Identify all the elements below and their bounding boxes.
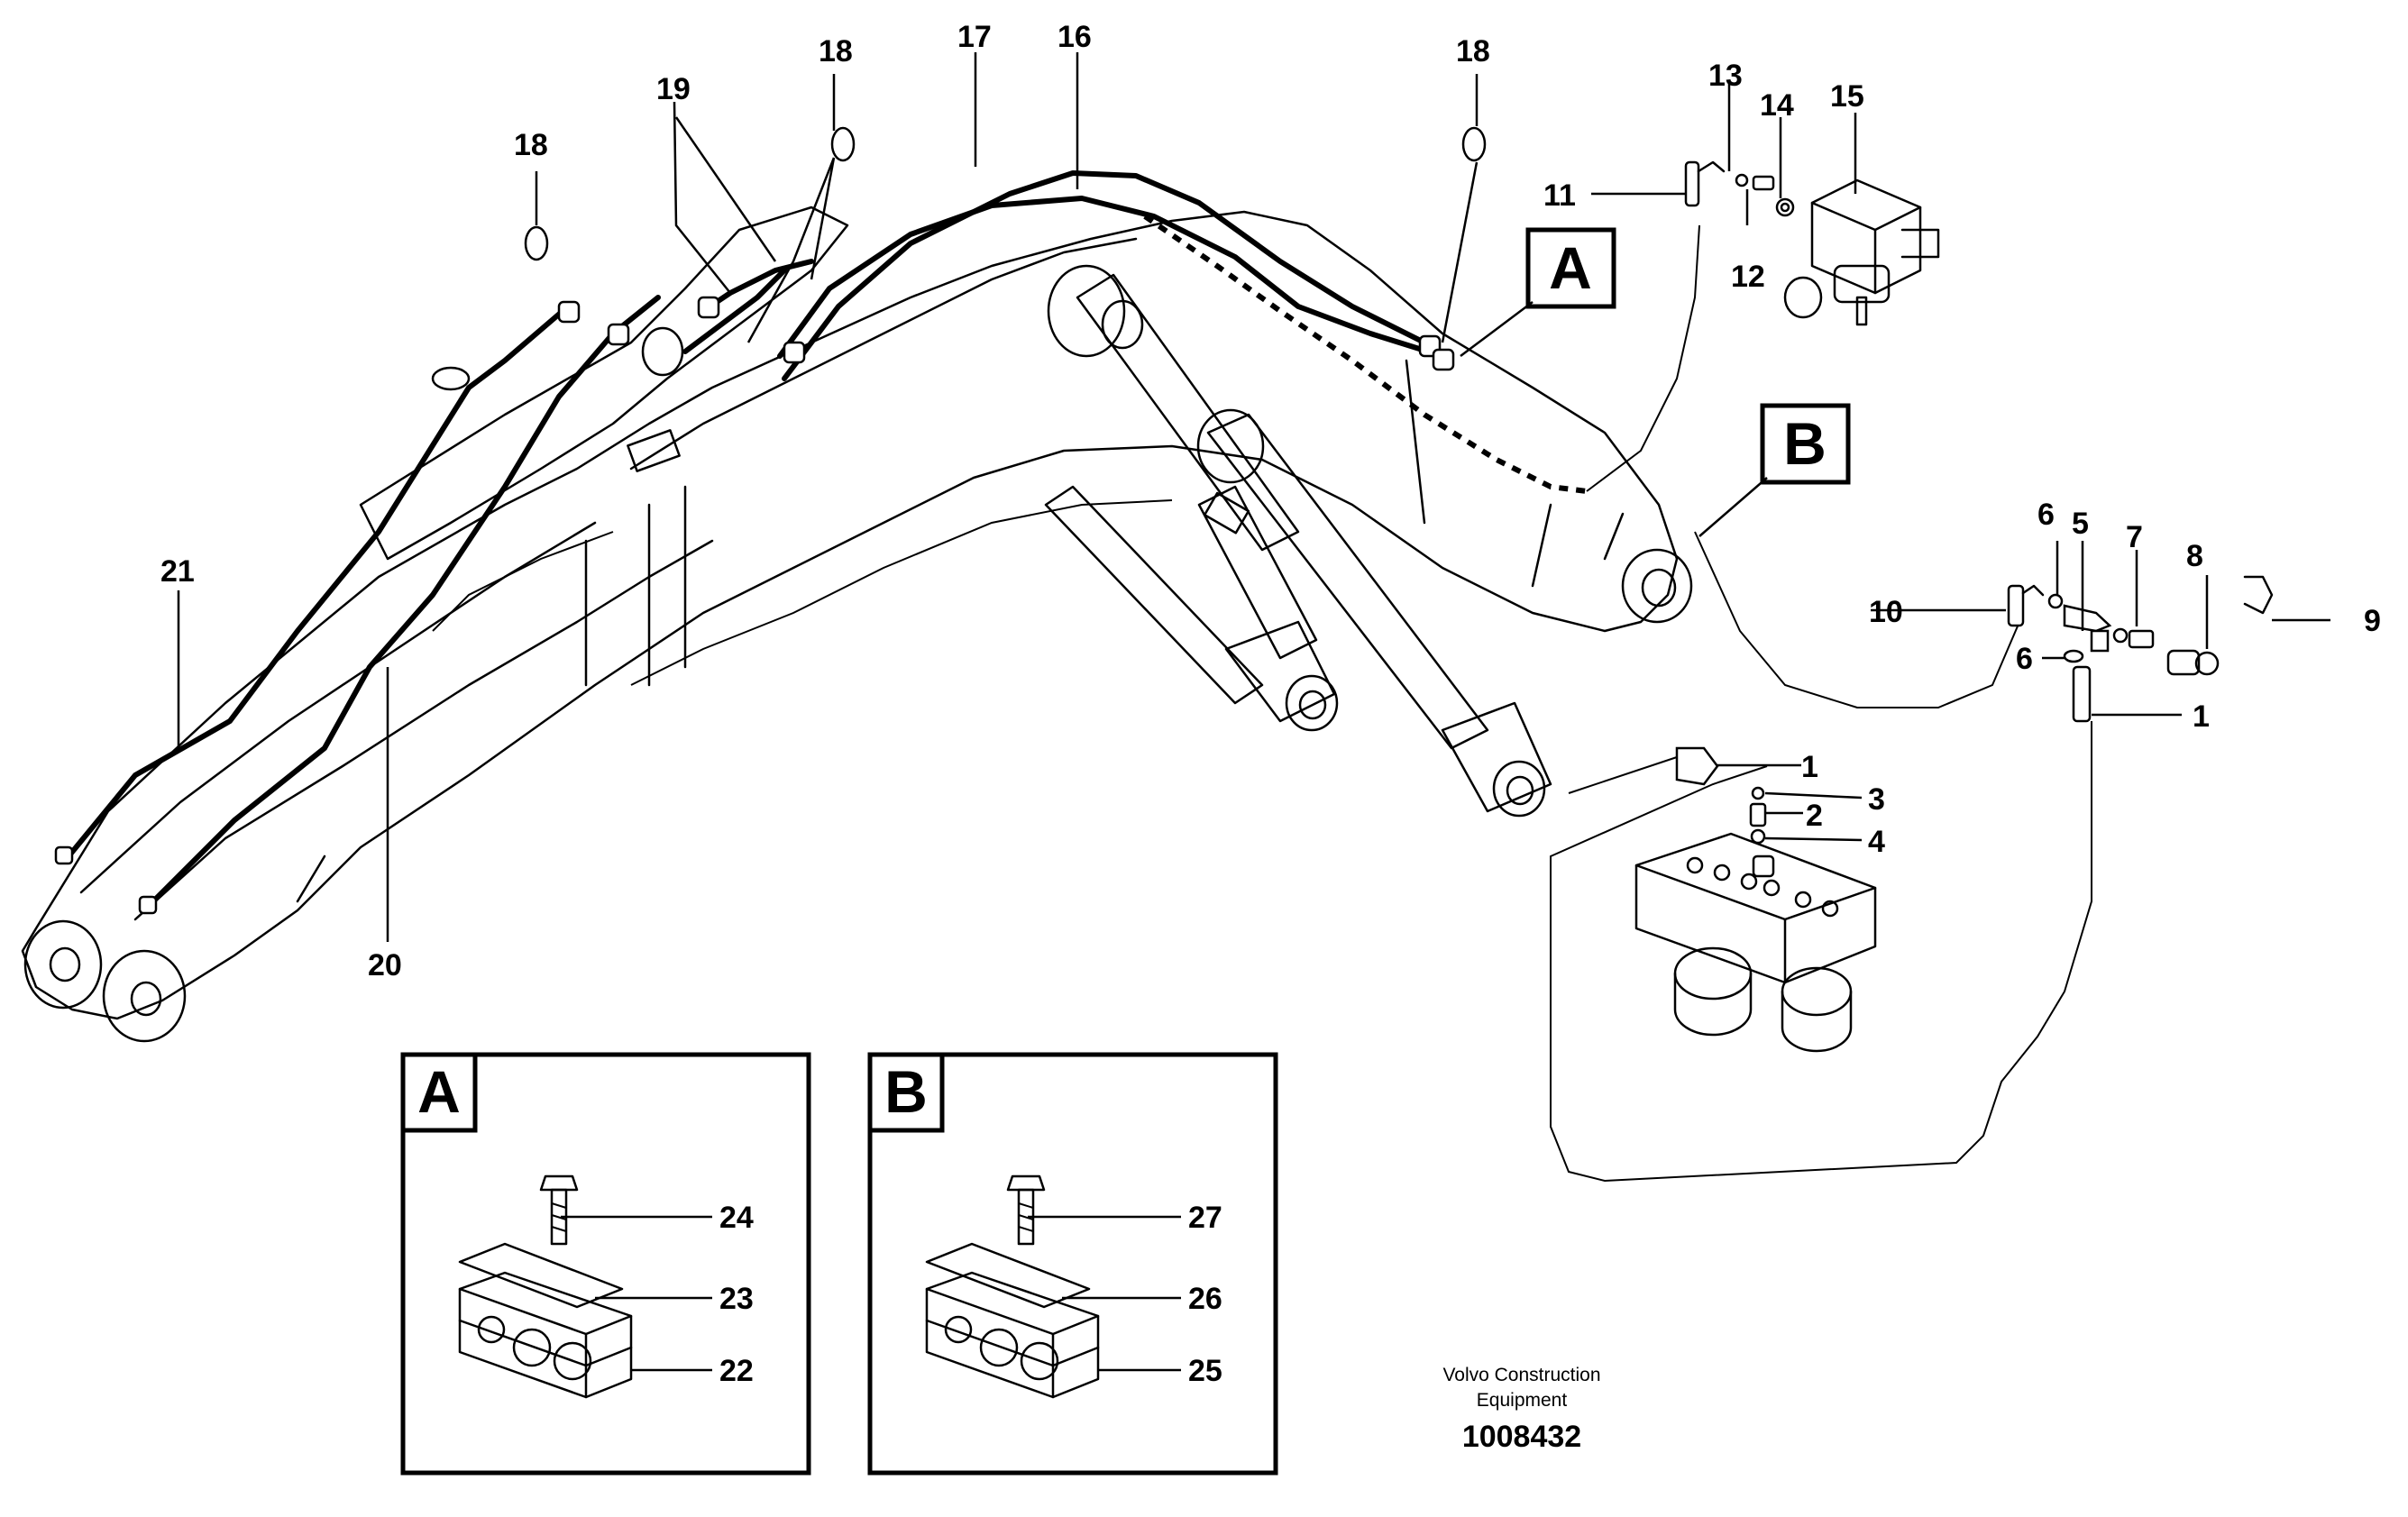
credit-company-line1: Volvo Construction (1442, 1365, 1600, 1385)
detail-box-b: B (867, 1052, 1278, 1476)
callout-8: 8 (2186, 539, 2203, 573)
callout-26: 26 (1188, 1282, 1222, 1316)
callout-15: 15 (1830, 79, 1864, 114)
callout-9: 9 (2364, 604, 2381, 638)
callout-6-lower: 6 (2016, 642, 2033, 676)
pilot-line-b (1694, 531, 2020, 708)
callout-4: 4 (1868, 825, 1885, 859)
hose-21 (62, 304, 571, 864)
hose-17 (782, 170, 1427, 381)
callout-10: 10 (1869, 595, 1903, 629)
callout-22: 22 (719, 1354, 754, 1388)
detail-b-letter: B (884, 1058, 928, 1125)
callout-23: 23 (719, 1282, 754, 1316)
callout-18-right: 18 (1456, 34, 1490, 69)
boom-structure (21, 206, 1693, 1043)
o-ring-18-right (1461, 126, 1487, 162)
hydraulic-hoses (54, 170, 2092, 1183)
drawing-part-number: 1008432 (1462, 1420, 1581, 1454)
fittings-1-4 (1568, 746, 1767, 845)
credit-company-line2: Equipment (1477, 1390, 1568, 1411)
leader-lines (177, 52, 2330, 1372)
callout-19: 19 (656, 72, 691, 106)
callout-14: 14 (1760, 88, 1794, 123)
detail-a-letter: A (417, 1058, 461, 1125)
pilot-line-c (1550, 721, 2092, 1183)
callout-25: 25 (1188, 1354, 1222, 1388)
boom-cylinders (1044, 264, 1552, 818)
callout-27: 27 (1188, 1201, 1222, 1235)
manifold-valve-block (1634, 832, 1877, 1053)
detail-box-a: A (400, 1052, 811, 1476)
callout-1-lower: 1 (2193, 699, 2210, 734)
callout-7: 7 (2126, 520, 2143, 554)
callout-18-left: 18 (514, 128, 548, 162)
callout-1-upper: 1 (1801, 750, 1818, 784)
callout-6-upper: 6 (2037, 498, 2055, 532)
valve-assembly-15 (1783, 178, 1940, 326)
callout-12: 12 (1731, 260, 1765, 294)
callout-17: 17 (957, 20, 992, 54)
callout-5: 5 (2072, 507, 2089, 541)
o-ring-18-left (524, 225, 549, 261)
callout-numbers: 1 1 2 3 4 5 6 6 7 8 9 10 11 12 13 14 15 … (160, 20, 2381, 1388)
view-label-b-main: B (1698, 403, 1851, 537)
o-ring-18-middle (830, 126, 856, 162)
view-label-a-main-text: A (1549, 234, 1592, 301)
callout-20: 20 (368, 948, 402, 982)
credit-block: Volvo Construction Equipment 1008432 (1442, 1365, 1600, 1454)
fittings-11-14 (1684, 160, 1795, 217)
hose-20 (146, 295, 661, 909)
fittings-b-group (2007, 575, 2274, 723)
o-rings (524, 126, 1487, 261)
pilot-line-a (1586, 224, 1700, 492)
callout-24: 24 (719, 1201, 754, 1235)
callout-21: 21 (160, 554, 195, 589)
callout-2: 2 (1806, 799, 1823, 833)
callout-11: 11 (1543, 178, 1576, 213)
view-label-b-main-text: B (1783, 410, 1827, 477)
view-label-a-main: A (1460, 227, 1616, 357)
callout-3: 3 (1868, 782, 1885, 817)
hose-hidden-run (1143, 214, 1588, 494)
callout-18-middle: 18 (819, 34, 853, 69)
callout-16: 16 (1058, 20, 1092, 54)
callout-13: 13 (1708, 59, 1743, 93)
hose-16 (777, 196, 1445, 359)
line-19b (682, 268, 787, 354)
